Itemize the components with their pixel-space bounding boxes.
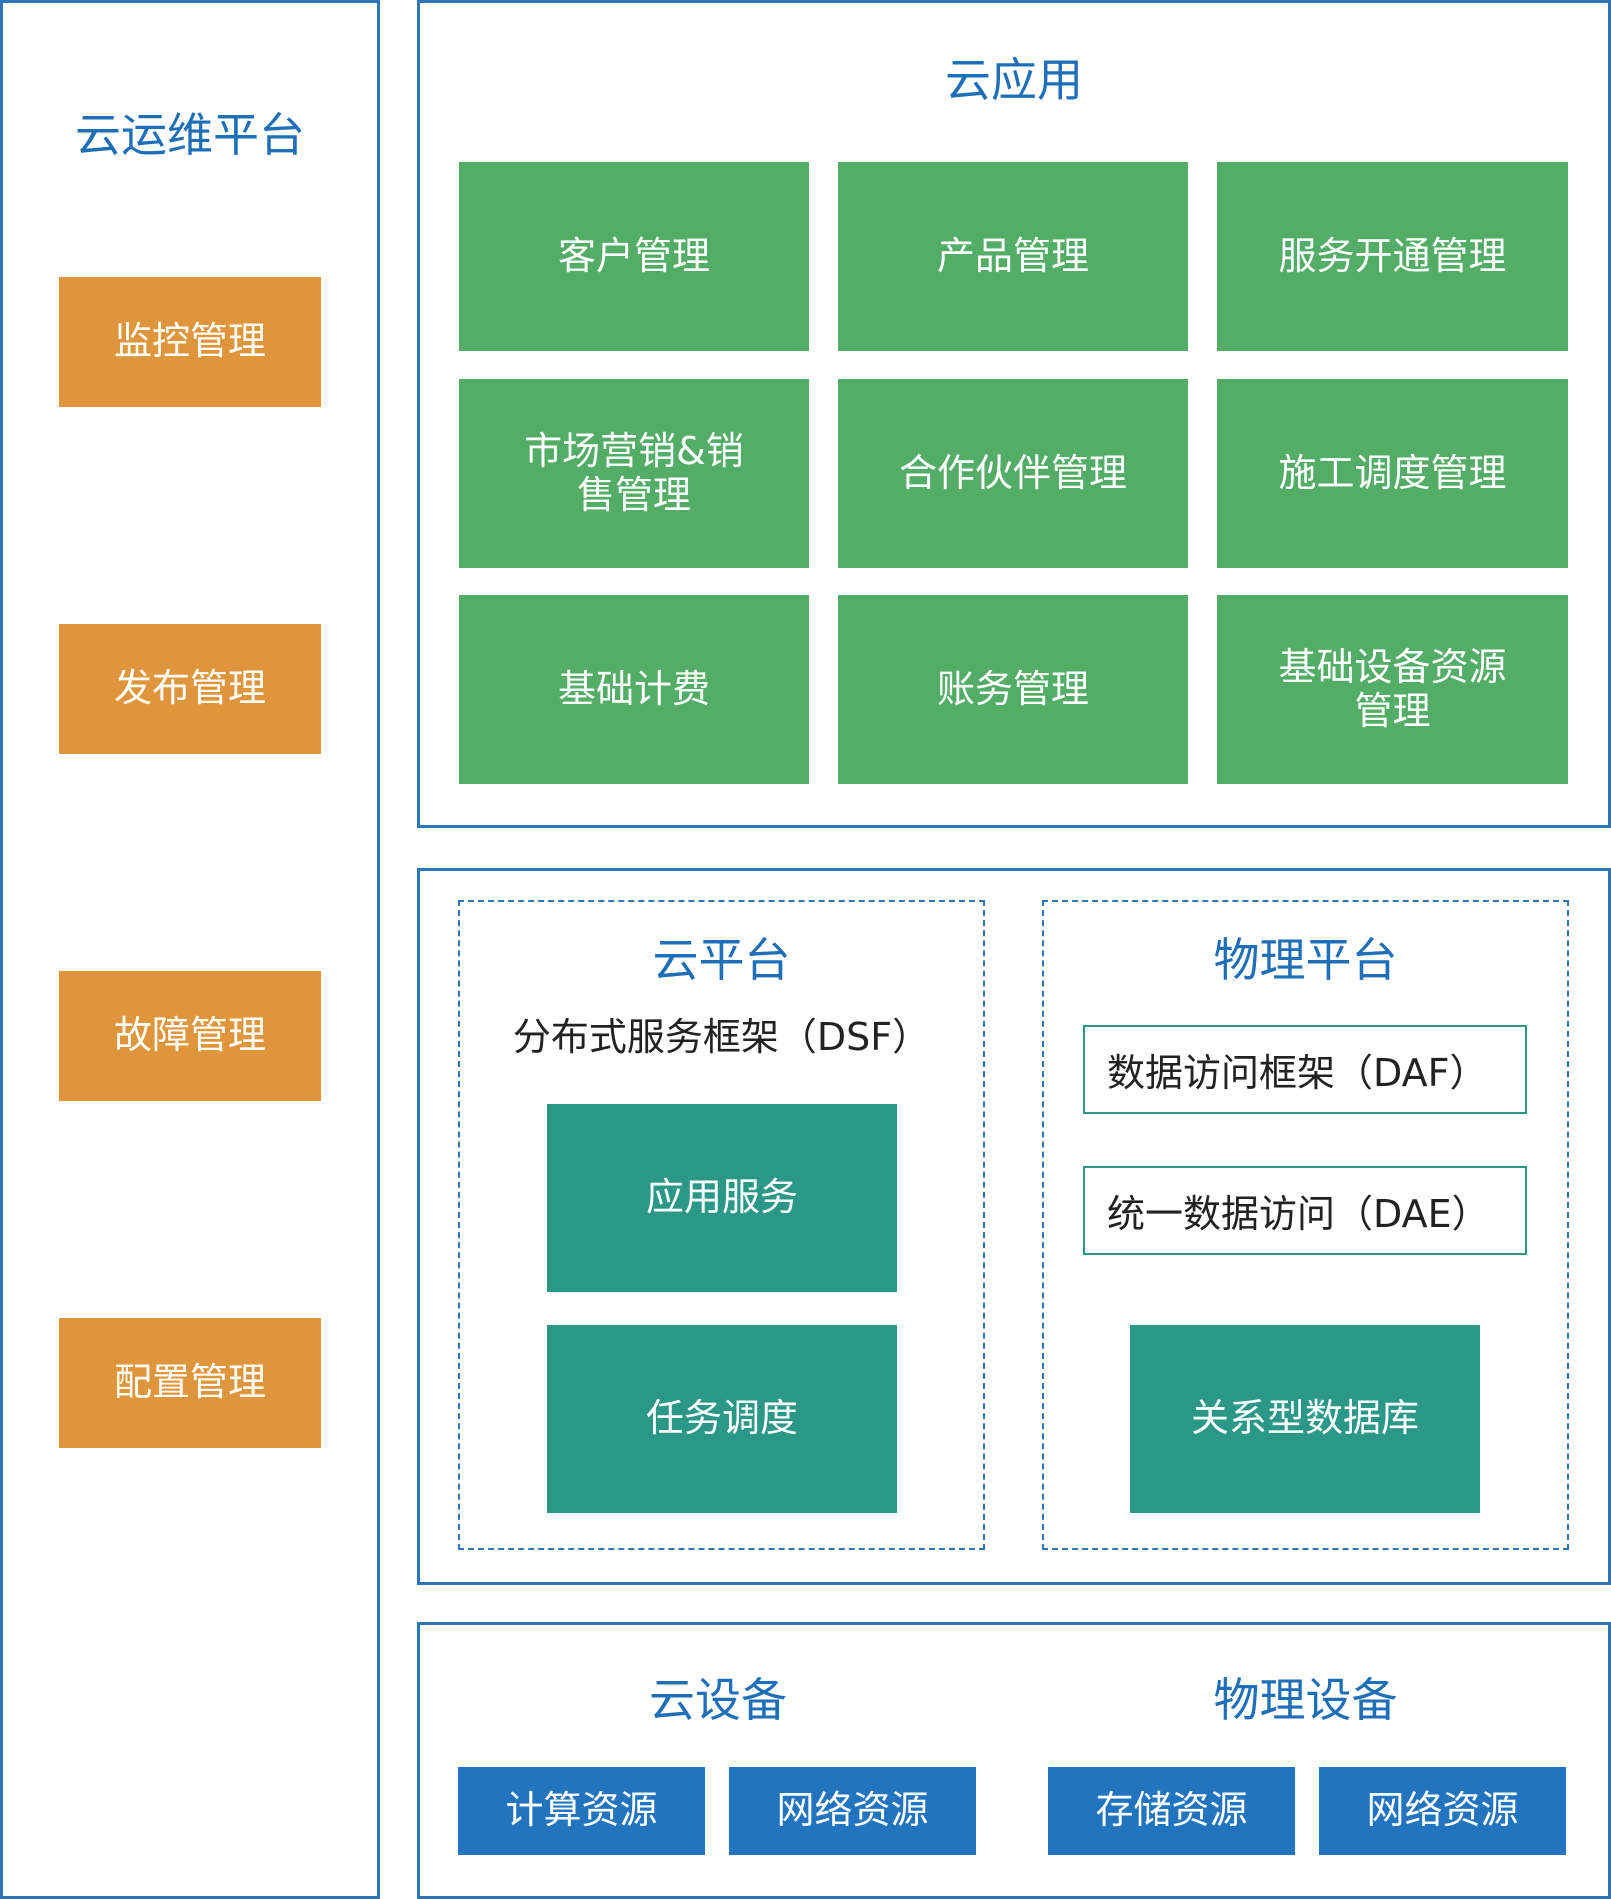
app-accounting: 账务管理 xyxy=(838,595,1188,784)
cloud-platform-title: 云平台 xyxy=(652,933,791,987)
cloud-devices-title: 云设备 xyxy=(649,1673,787,1727)
relational-db-box: 关系型数据库 xyxy=(1130,1325,1480,1513)
app-service-box: 应用服务 xyxy=(547,1104,897,1292)
physical-devices-title: 物理设备 xyxy=(1213,1673,1398,1727)
app-billing: 基础计费 xyxy=(459,595,809,784)
storage-resources-box: 存储资源 xyxy=(1048,1767,1295,1855)
cloud-platform-group xyxy=(458,900,985,1550)
cloud-apps-title: 云应用 xyxy=(945,53,1083,107)
daf-box: 数据访问框架（DAF） xyxy=(1083,1025,1527,1114)
ops-item-config: 配置管理 xyxy=(59,1318,321,1448)
app-construction-dispatch: 施工调度管理 xyxy=(1217,379,1568,568)
app-infrastructure-resources: 基础设备资源管理 xyxy=(1217,595,1568,784)
cloud-network-resources-box: 网络资源 xyxy=(729,1767,976,1855)
compute-resources-box: 计算资源 xyxy=(458,1767,705,1855)
ops-item-monitor: 监控管理 xyxy=(59,277,321,407)
app-service-activation: 服务开通管理 xyxy=(1217,162,1568,351)
app-marketing-sales: 市场营销&销售管理 xyxy=(459,379,809,568)
dae-box: 统一数据访问（DAE） xyxy=(1083,1166,1527,1255)
physical-platform-title: 物理平台 xyxy=(1213,933,1398,987)
physical-platform-group xyxy=(1042,900,1569,1550)
devices-panel xyxy=(417,1622,1611,1899)
ops-platform-title: 云运维平台 xyxy=(75,108,305,162)
dsf-label: 分布式服务框架（DSF） xyxy=(512,1015,931,1059)
app-partner: 合作伙伴管理 xyxy=(838,379,1188,568)
app-customer: 客户管理 xyxy=(459,162,809,351)
physical-network-resources-box: 网络资源 xyxy=(1319,1767,1566,1855)
app-product: 产品管理 xyxy=(838,162,1188,351)
task-scheduling-box: 任务调度 xyxy=(547,1325,897,1513)
ops-item-release: 发布管理 xyxy=(59,624,321,754)
ops-item-fault: 故障管理 xyxy=(59,971,321,1101)
